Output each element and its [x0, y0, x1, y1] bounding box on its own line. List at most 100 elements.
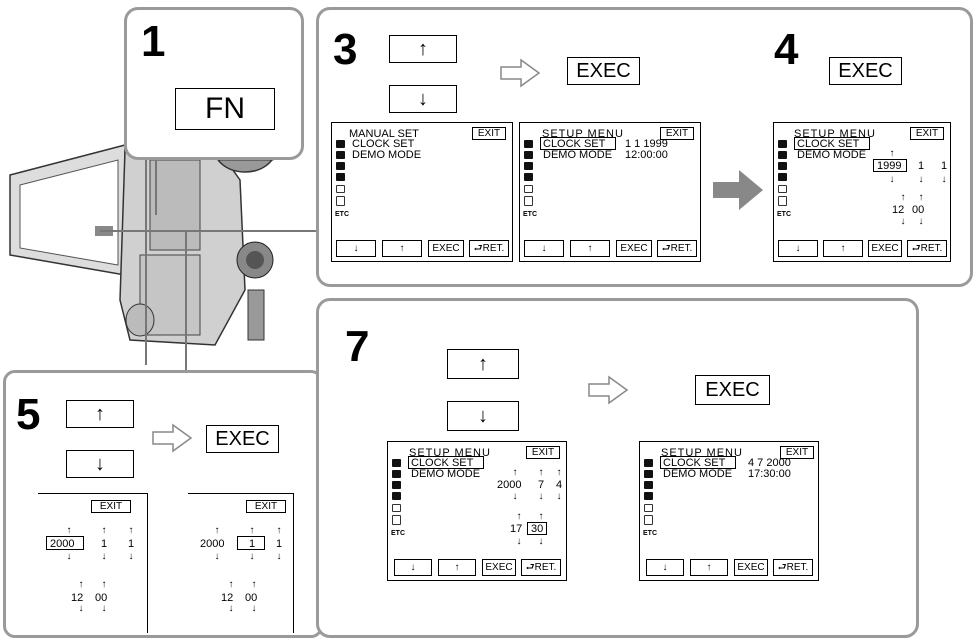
- down-key[interactable]: ↓: [524, 240, 564, 257]
- exec-button-4[interactable]: EXEC: [829, 57, 902, 85]
- up-key[interactable]: ↑: [382, 240, 422, 257]
- clock-time: 17:30:00: [748, 468, 791, 480]
- menu-item-clock-set[interactable]: CLOCK SET: [797, 138, 860, 150]
- tape-set-icon: [778, 185, 787, 193]
- setup-menu-icon: [392, 515, 401, 525]
- exit-button[interactable]: EXIT: [910, 127, 944, 140]
- exit-button[interactable]: EXIT: [246, 500, 286, 513]
- up-key[interactable]: ↑: [823, 240, 863, 257]
- day-up-arrow: ↑: [128, 525, 134, 536]
- exit-button[interactable]: EXIT: [91, 500, 131, 513]
- screen-title: MANUAL SET: [349, 128, 419, 140]
- clock-set-highlight: [660, 456, 736, 469]
- step-7-number: 7: [345, 322, 370, 371]
- setup-menu-icon: [336, 196, 345, 206]
- menu-item-clock-set[interactable]: CLOCK SET: [543, 138, 606, 150]
- day-up-arrow: ↑: [276, 525, 282, 536]
- fn-button[interactable]: FN: [175, 88, 275, 130]
- min-down-arrow: ↓: [251, 603, 257, 614]
- hour-value: 17: [510, 523, 523, 535]
- setup-menu-screen: SETUP MENU EXIT CLOCK SET 1 1 1999 DEMO …: [519, 122, 701, 262]
- down-key[interactable]: ↓: [778, 240, 818, 257]
- down-button[interactable]: ↓: [66, 450, 134, 478]
- exec-key[interactable]: EXEC: [616, 240, 652, 257]
- month-down-arrow: ↓: [249, 551, 255, 562]
- year-down-arrow: ↓: [214, 551, 220, 562]
- step-4-number: 4: [774, 25, 799, 74]
- minute-value: 30: [531, 523, 544, 535]
- lcd-set-icon: [336, 162, 345, 170]
- menu-item-demo-mode[interactable]: DEMO MODE: [663, 468, 733, 480]
- day-down-arrow: ↓: [128, 551, 134, 562]
- setup-menu-icon: [524, 196, 533, 206]
- exec-key[interactable]: EXEC: [482, 559, 516, 576]
- clock-set-highlight: [408, 456, 484, 469]
- day-down-arrow: ↓: [556, 491, 562, 502]
- exec-button[interactable]: EXEC: [695, 375, 770, 405]
- menu-item-clock-set[interactable]: CLOCK SET: [663, 457, 726, 469]
- lcd-set-icon: [778, 162, 787, 170]
- day-up-arrow: ↑: [556, 467, 562, 478]
- hour-value: 12: [221, 592, 234, 604]
- menu-item-demo-mode[interactable]: DEMO MODE: [411, 468, 481, 480]
- down-button[interactable]: ↓: [389, 85, 457, 113]
- lcd-set-icon: [644, 481, 653, 489]
- screen-title: SETUP MENU: [542, 128, 624, 140]
- up-key[interactable]: ↑: [438, 559, 476, 576]
- menu-item-clock-set[interactable]: CLOCK SET: [411, 457, 474, 469]
- camcorder-illustration: [0, 127, 300, 360]
- exit-button[interactable]: EXIT: [526, 446, 560, 459]
- up-key[interactable]: ↑: [690, 559, 728, 576]
- exit-button[interactable]: EXIT: [472, 127, 506, 140]
- step-7-panel: 7 ↑ ↓ EXEC SETUP MENU EXIT CLOCK SET DEM…: [316, 298, 919, 638]
- menu-item-demo-mode[interactable]: DEMO MODE: [352, 149, 422, 161]
- exit-button[interactable]: EXIT: [780, 446, 814, 459]
- return-key[interactable]: ⮐RET.: [469, 240, 509, 257]
- min-down-arrow: ↓: [918, 216, 924, 227]
- down-button[interactable]: ↓: [447, 401, 519, 431]
- exec-key[interactable]: EXEC: [734, 559, 768, 576]
- tape-set-icon: [392, 504, 401, 512]
- minute-value: 00: [912, 204, 925, 216]
- year-down-arrow: ↓: [889, 174, 895, 185]
- hour-down-arrow: ↓: [516, 536, 522, 547]
- return-key[interactable]: ⮐RET.: [521, 559, 561, 576]
- down-key[interactable]: ↓: [646, 559, 684, 576]
- down-key[interactable]: ↓: [336, 240, 376, 257]
- clock-set-highlight: [540, 137, 616, 150]
- day-value: 4: [556, 479, 563, 491]
- up-key[interactable]: ↑: [570, 240, 610, 257]
- min-up-arrow: ↑: [251, 579, 257, 590]
- day-down-arrow: ↓: [941, 174, 947, 185]
- minute-value: 00: [245, 592, 258, 604]
- hour-up-arrow: ↑: [228, 579, 234, 590]
- month-up-arrow: ↑: [249, 525, 255, 536]
- return-key[interactable]: ⮐RET.: [907, 240, 947, 257]
- up-button[interactable]: ↑: [389, 35, 457, 63]
- exit-button[interactable]: EXIT: [660, 127, 694, 140]
- vtr-set-icon: [392, 470, 401, 478]
- step-1-number: 1: [141, 17, 166, 66]
- exec-key[interactable]: EXEC: [868, 240, 902, 257]
- menu-item-demo-mode[interactable]: DEMO MODE: [543, 149, 613, 161]
- min-up-arrow: ↑: [101, 579, 107, 590]
- return-key[interactable]: ⮐RET.: [773, 559, 813, 576]
- exec-button[interactable]: EXEC: [567, 57, 640, 85]
- return-key[interactable]: ⮐RET.: [657, 240, 697, 257]
- down-key[interactable]: ↓: [394, 559, 432, 576]
- hour-down-arrow: ↓: [900, 216, 906, 227]
- step-3-4-panel: 3 ↑ ↓ EXEC 4 EXEC MANUAL SET EXIT CLOCK …: [316, 7, 973, 287]
- clock-date: 4 7 2000: [748, 457, 791, 469]
- year-value: 1999: [877, 160, 902, 172]
- month-value: 7: [538, 479, 545, 491]
- up-button[interactable]: ↑: [66, 400, 134, 428]
- exec-button[interactable]: EXEC: [206, 425, 279, 453]
- menu-item-clock-set[interactable]: CLOCK SET: [352, 138, 415, 150]
- up-button[interactable]: ↑: [447, 349, 519, 379]
- step-7-screen-a: SETUP MENU EXIT CLOCK SET DEMO MODE ETC …: [387, 441, 567, 581]
- exec-key[interactable]: EXEC: [428, 240, 464, 257]
- month-down-arrow: ↓: [918, 174, 924, 185]
- menu-item-demo-mode[interactable]: DEMO MODE: [797, 149, 867, 161]
- min-up-arrow: ↑: [918, 192, 924, 203]
- step-4-screen: SETUP MENU EXIT CLOCK SET DEMO MODE ETC …: [773, 122, 951, 262]
